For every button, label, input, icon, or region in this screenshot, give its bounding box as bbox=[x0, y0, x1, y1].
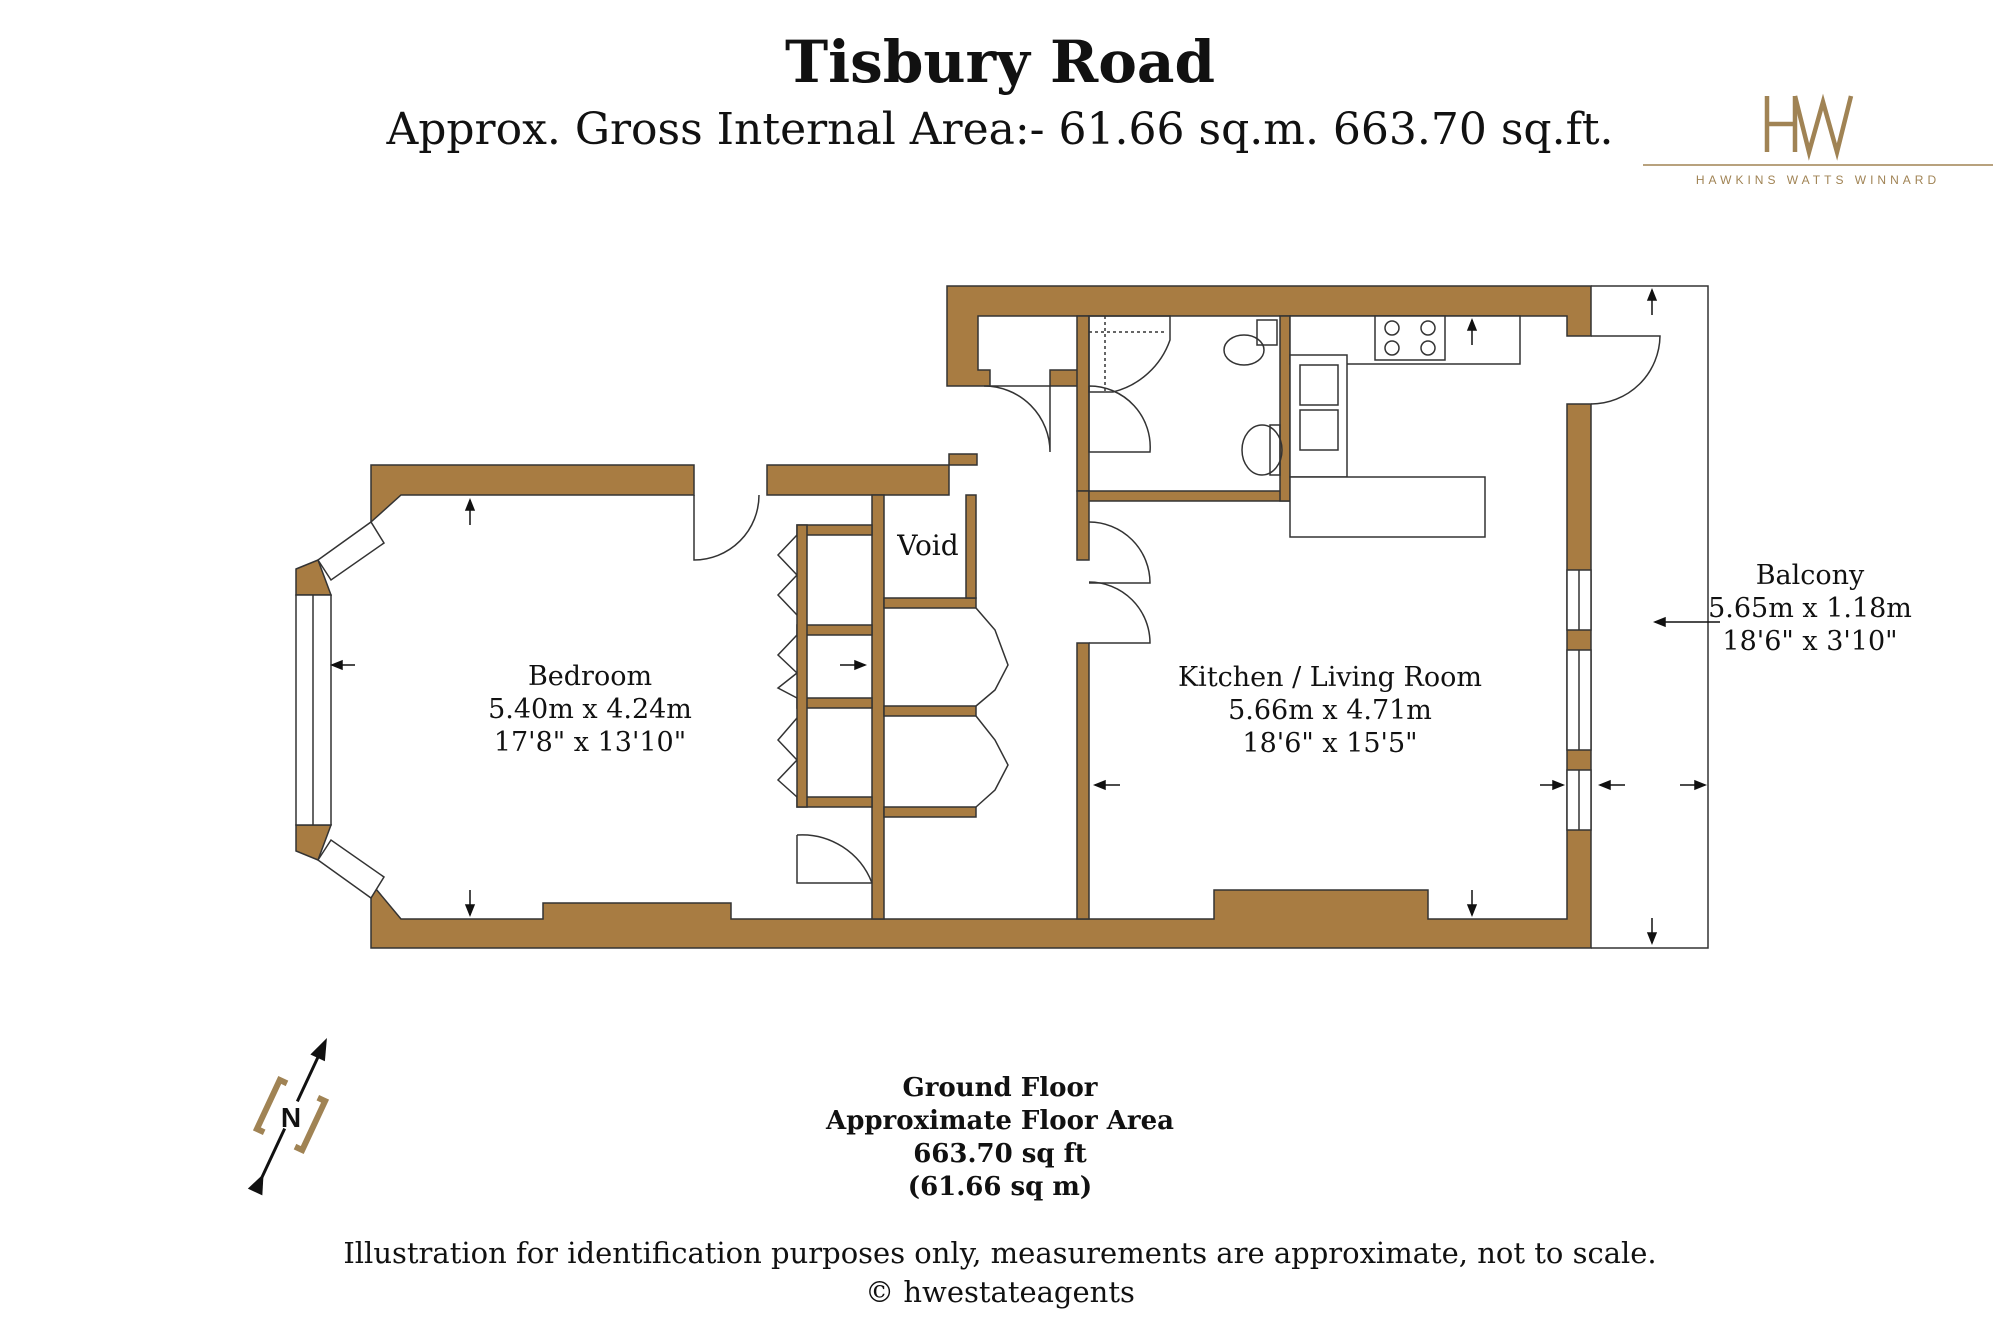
balcony-label: Balcony 5.65m x 1.18m 18'6" x 3'10" bbox=[1700, 559, 1920, 658]
kitchen-imperial: 18'6" x 15'5" bbox=[1242, 728, 1418, 759]
kitchen-metric: 5.66m x 4.71m bbox=[1228, 695, 1432, 726]
interior-walls bbox=[796, 315, 1291, 920]
bay-windows bbox=[295, 520, 386, 900]
bedroom-name: Bedroom bbox=[527, 661, 653, 692]
bedroom-imperial: 17'8" x 13'10" bbox=[493, 727, 687, 758]
kitchen-name: Kitchen / Living Room bbox=[1178, 662, 1482, 693]
bedroom-label: Bedroom 5.40m x 4.24m 17'8" x 13'10" bbox=[440, 660, 740, 759]
plan-title: Tisbury Road bbox=[784, 28, 1216, 96]
floor-area-sqft: 663.70 sq ft bbox=[913, 1139, 1087, 1169]
balcony-outline bbox=[1591, 285, 1709, 949]
floor-area-summary: Ground Floor Approximate Floor Area 663.… bbox=[0, 1072, 2000, 1204]
void-label: Void bbox=[897, 529, 959, 562]
door-swings bbox=[693, 335, 1661, 884]
copyright-text: © hwestateagents bbox=[865, 1275, 1135, 1309]
company-logo: HAWKINS WATTS WINNARD bbox=[1643, 93, 1993, 187]
floor-area-label: Approximate Floor Area bbox=[826, 1106, 1174, 1136]
north-compass-icon: N bbox=[247, 1037, 330, 1196]
exterior-walls bbox=[295, 285, 1592, 949]
floor-area-sqm: (61.66 sq m) bbox=[907, 1172, 1093, 1202]
balcony-name: Balcony bbox=[1755, 560, 1865, 591]
hw-monogram-icon bbox=[1764, 93, 1854, 161]
compass-north-label: N bbox=[281, 1102, 301, 1133]
balcony-metric: 5.65m x 1.18m bbox=[1708, 593, 1912, 624]
floor-name: Ground Floor bbox=[902, 1073, 1098, 1103]
bathroom-fixtures bbox=[1088, 315, 1283, 476]
bedroom-metric: 5.40m x 4.24m bbox=[488, 694, 692, 725]
kitchen-label: Kitchen / Living Room 5.66m x 4.71m 18'6… bbox=[1160, 661, 1500, 760]
balcony-imperial: 18'6" x 3'10" bbox=[1722, 626, 1898, 657]
logo-company-name: HAWKINS WATTS WINNARD bbox=[1696, 173, 1940, 187]
disclaimer-text: Illustration for identification purposes… bbox=[343, 1236, 1657, 1270]
dimension-markers bbox=[329, 287, 1720, 946]
gross-internal-area: Approx. Gross Internal Area:- 61.66 sq.m… bbox=[386, 104, 1614, 155]
balcony-windows bbox=[1566, 569, 1592, 831]
disclaimer-footer: Illustration for identification purposes… bbox=[0, 1234, 2000, 1312]
kitchen-fixtures bbox=[1289, 315, 1521, 538]
